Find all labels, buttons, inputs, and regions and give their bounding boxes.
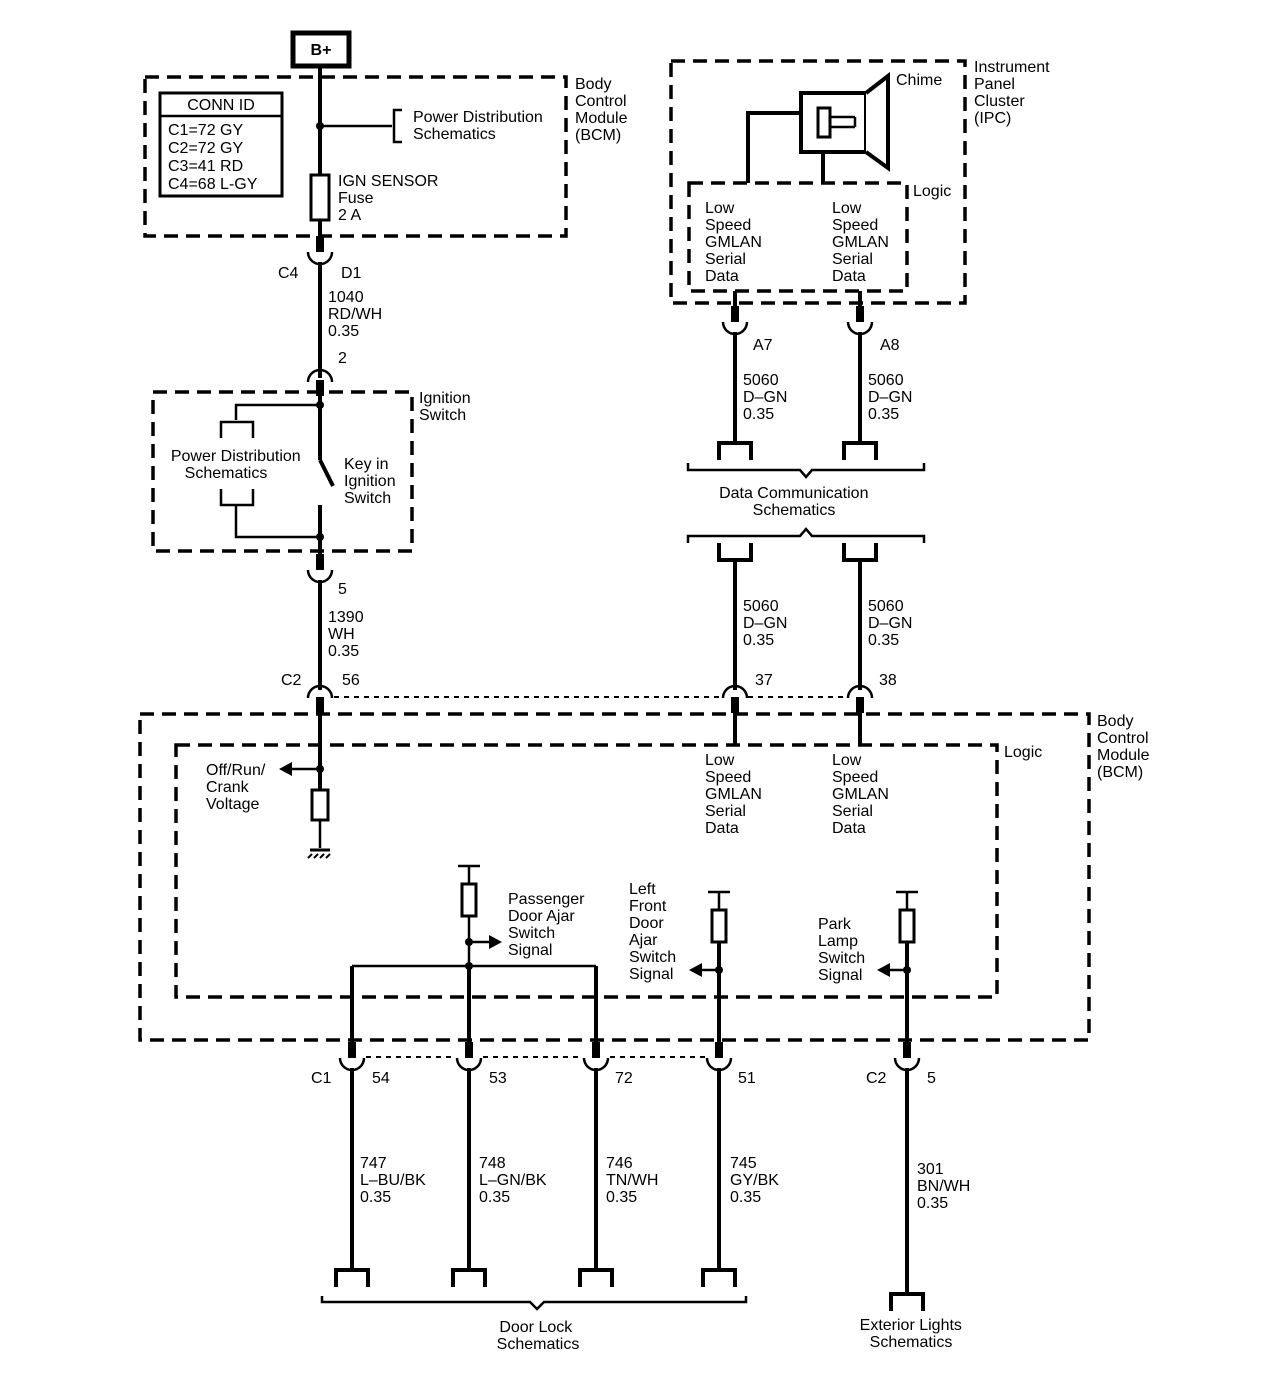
- svg-text:54: 54: [372, 1070, 390, 1087]
- battery-label: B+: [311, 42, 332, 59]
- conn-id-rows: C1=72 GY C2=72 GY C3=41 RD C4=68 L-GY: [168, 122, 258, 193]
- wire-5060-lower-right: 5060 D–GN 0.35: [868, 598, 917, 649]
- park-lamp-label: Park Lamp Switch Signal: [818, 916, 870, 984]
- ignition-pin-5: 5: [338, 581, 347, 598]
- conn-id-table: CONN ID C1=72 GY C2=72 GY C3=41 RD C4=68…: [158, 91, 284, 198]
- conn-id-header: CONN ID: [187, 97, 255, 114]
- chime-label: Chime: [896, 72, 942, 89]
- connector-c4-d1: C4 D1: [278, 236, 362, 282]
- data-comm-label: Data Communication Schematics: [719, 485, 873, 519]
- svg-text:51: 51: [738, 1070, 756, 1087]
- ign-sensor-fuse: [309, 173, 331, 222]
- data-communication-reference: Data Communication Schematics: [686, 463, 926, 543]
- wire-1040-label: 1040 RD/WH 0.35: [328, 289, 387, 340]
- svg-text:37: 37: [755, 672, 773, 689]
- connector-row-bottom: C1 54 53 72 51 C2 5: [311, 1042, 936, 1087]
- bcm-logic-label: Logic: [1004, 744, 1042, 761]
- wire-5060-upper-left: 5060 D–GN 0.35: [743, 372, 792, 423]
- ignition-switch: 2 Ignition Switch Power Distribution Sch…: [151, 350, 475, 598]
- bcm-data-left: Low Speed GMLAN Serial Data: [705, 752, 766, 837]
- bcm-top-title: Body Control Module (BCM): [575, 76, 632, 144]
- bcm-top-module: Body Control Module (BCM) CONN ID C1=72 …: [143, 75, 632, 238]
- passenger-door-ajar-label: Passenger Door Ajar Switch Signal: [508, 891, 589, 959]
- svg-text:38: 38: [879, 672, 897, 689]
- fuse-label: IGN SENSOR Fuse 2 A: [338, 173, 443, 224]
- ipc-pin-a8: A8: [880, 337, 900, 354]
- left-front-door-ajar-label: Left Front Door Ajar Switch Signal: [629, 881, 681, 983]
- bcm-bottom-module: Body Control Module (BCM) Logic Off/Run/…: [138, 712, 1154, 1055]
- chime-speaker-icon: [799, 71, 890, 172]
- svg-text:72: 72: [615, 1070, 633, 1087]
- svg-text:D1: D1: [341, 265, 362, 282]
- ipc-pin-a7: A7: [753, 337, 773, 354]
- svg-text:56: 56: [342, 672, 360, 689]
- ipc-logic-label: Logic: [913, 183, 951, 200]
- wire-747-label: 747 L–BU/BK 0.35: [360, 1155, 430, 1206]
- svg-text:53: 53: [489, 1070, 507, 1087]
- ipc-data-right: Low Speed GMLAN Serial Data: [832, 200, 893, 285]
- wire-5060-lower-left: 5060 D–GN 0.35: [743, 598, 792, 649]
- exterior-lights-reference: Exterior Lights Schematics: [860, 1317, 967, 1351]
- wire-5060-upper-right: 5060 D–GN 0.35: [868, 372, 917, 423]
- door-lock-label: Door Lock Schematics: [497, 1319, 580, 1353]
- instrument-panel-cluster: Instrument Panel Cluster (IPC) Chime Log…: [669, 59, 1054, 354]
- svg-text:C4: C4: [278, 265, 299, 282]
- svg-text:C2: C2: [281, 672, 302, 689]
- ipc-title: Instrument Panel Cluster (IPC): [974, 59, 1054, 127]
- connector-c2-top: C2 56 37 38: [281, 672, 897, 713]
- svg-text:C2: C2: [866, 1070, 887, 1087]
- wire-745-label: 745 GY/BK 0.35: [730, 1155, 783, 1206]
- wire-1390-label: 1390 WH 0.35: [328, 609, 368, 660]
- bcm-bottom-title: Body Control Module (BCM): [1097, 713, 1154, 781]
- ignition-pin-2: 2: [338, 350, 347, 367]
- svg-text:C1: C1: [311, 1070, 332, 1087]
- wire-746-label: 746 TN/WH 0.35: [606, 1155, 663, 1206]
- exterior-lights-label: Exterior Lights Schematics: [860, 1317, 967, 1351]
- key-in-ignition-label: Key in Ignition Switch: [344, 456, 400, 507]
- ignition-switch-title: Ignition Switch: [419, 390, 475, 424]
- bcm-power-distribution-ref: Power Distribution Schematics: [413, 109, 547, 143]
- bcm-data-right: Low Speed GMLAN Serial Data: [832, 752, 893, 837]
- battery-positive-box: B+: [290, 30, 352, 69]
- door-lock-reference: Door Lock Schematics: [320, 1296, 748, 1353]
- svg-text:5: 5: [927, 1070, 936, 1087]
- wire-301-label: 301 BN/WH 0.35: [917, 1161, 975, 1212]
- wire-748-label: 748 L–GN/BK 0.35: [479, 1155, 551, 1206]
- ignition-power-distribution-ref: Power Distribution Schematics: [171, 448, 305, 482]
- ipc-data-left: Low Speed GMLAN Serial Data: [705, 200, 766, 285]
- crank-voltage-label: Off/Run/ Crank Voltage: [206, 762, 270, 813]
